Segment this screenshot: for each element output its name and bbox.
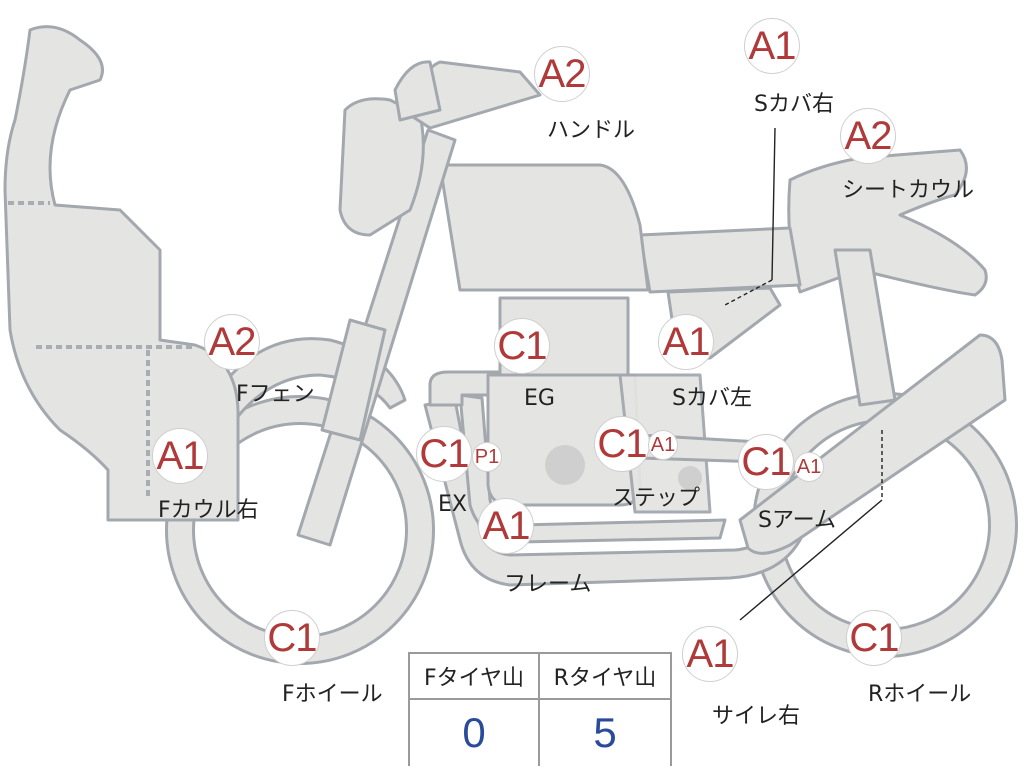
- part-label-scover-left: Sカバ左: [672, 380, 752, 412]
- grade-badge-scover-right: A1: [744, 18, 800, 74]
- part-label-frame: フレーム: [504, 566, 591, 598]
- grade-badge-ffender: A2: [204, 314, 260, 370]
- grade-badge-silencer-right: A1: [682, 626, 738, 682]
- part-label-exhaust: EX: [438, 492, 467, 517]
- grade-badge-rwheel: C1: [846, 610, 902, 666]
- part-label-fcowl-right: Fカウル右: [158, 492, 259, 524]
- part-label-silencer-right: サイレ右: [712, 698, 800, 730]
- grade-badge-fcowl-right: A1: [152, 428, 208, 484]
- front-tyre-header: Fタイヤ山: [410, 654, 540, 700]
- grade-badge-seat-cowl: A2: [840, 108, 896, 164]
- rear-tyre-value: 5: [540, 700, 670, 766]
- grade-badge-step: C1: [594, 416, 650, 472]
- front-tyre-value: 0: [410, 700, 540, 766]
- grade-badge-swingarm: C1: [738, 434, 794, 490]
- part-label-handle: ハンドル: [547, 112, 635, 144]
- grade-badge-step-secondary: A1: [648, 430, 678, 460]
- part-label-step: ステップ: [612, 480, 700, 512]
- grade-badge-scover-left: A1: [658, 314, 714, 370]
- seat-shape: [640, 228, 800, 292]
- part-label-ffender: Fフェン: [236, 376, 315, 408]
- tyre-tread-table: Fタイヤ山 Rタイヤ山 0 5: [408, 652, 672, 766]
- rear-tyre-header: Rタイヤ山: [540, 654, 670, 700]
- tank-shape: [440, 165, 648, 290]
- grade-badge-exhaust-secondary: P1: [472, 442, 502, 472]
- grade-badge-exhaust: C1: [416, 426, 472, 482]
- grade-badge-engine: C1: [494, 318, 550, 374]
- grade-badge-frame: A1: [478, 498, 534, 554]
- grade-badge-handle: A2: [534, 46, 590, 102]
- part-label-fwheel: Fホイール: [282, 676, 383, 708]
- part-label-scover-right: Sカバ右: [754, 86, 834, 118]
- part-label-swingarm: Sアーム: [758, 502, 836, 534]
- grade-badge-fwheel: C1: [264, 610, 320, 666]
- part-label-engine: EG: [524, 386, 555, 411]
- part-label-rwheel: Rホイール: [868, 676, 971, 708]
- grade-badge-swingarm-secondary: A1: [794, 452, 824, 482]
- part-label-seat-cowl: シートカウル: [842, 172, 974, 204]
